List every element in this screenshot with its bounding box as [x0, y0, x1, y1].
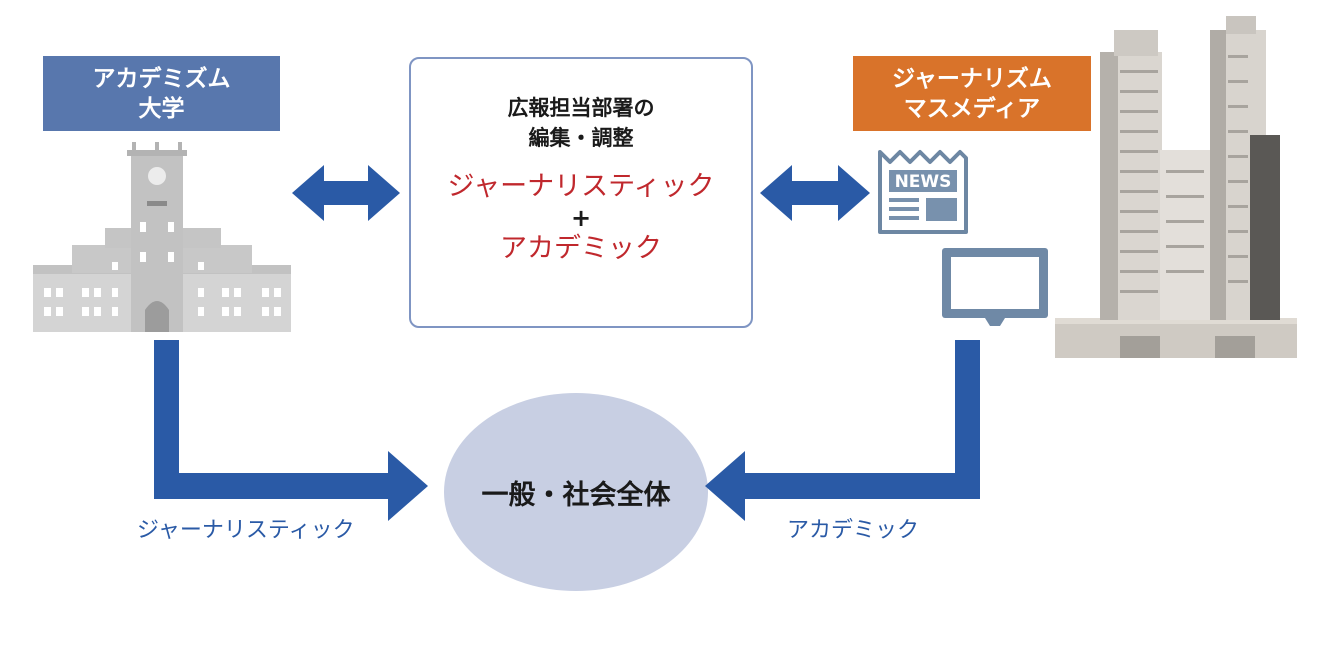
university-building-icon	[33, 142, 291, 332]
journalism-label: ジャーナリズム マスメディア	[853, 56, 1091, 131]
journalistic-text: ジャーナリスティック	[447, 171, 715, 202]
mass-media-label: マスメディア	[903, 95, 1041, 122]
skyscraper-building-icon	[1055, 16, 1297, 358]
newspaper-icon: NEWS	[878, 150, 968, 234]
society-label: 一般・社会全体	[481, 479, 671, 511]
academic-text: アカデミック	[500, 233, 662, 264]
academism-title: アカデミズム	[92, 65, 231, 92]
university-label: 大学	[138, 95, 185, 122]
academic-flow-label: アカデミック	[787, 518, 920, 543]
pr-heading-line1: 広報担当部署の	[507, 96, 655, 120]
academism-label: アカデミズム 大学	[43, 56, 280, 131]
journalistic-flow-label: ジャーナリスティック	[137, 518, 355, 543]
left-double-arrow	[292, 165, 400, 221]
news-icon-text: NEWS	[895, 172, 952, 192]
journalism-title: ジャーナリズム	[892, 65, 1052, 92]
academic-flow-arrow	[705, 340, 980, 521]
right-double-arrow	[760, 165, 870, 221]
journalistic-flow-arrow	[154, 340, 428, 521]
pr-department-box: 広報担当部署の 編集・調整 ジャーナリスティック + アカデミック	[409, 57, 753, 328]
plus-sign: +	[570, 204, 592, 232]
society-ellipse: 一般・社会全体	[444, 393, 708, 591]
monitor-icon	[942, 248, 1048, 326]
pr-department-heading: 広報担当部署の 編集・調整	[411, 93, 751, 153]
pr-heading-line2: 編集・調整	[528, 126, 634, 150]
